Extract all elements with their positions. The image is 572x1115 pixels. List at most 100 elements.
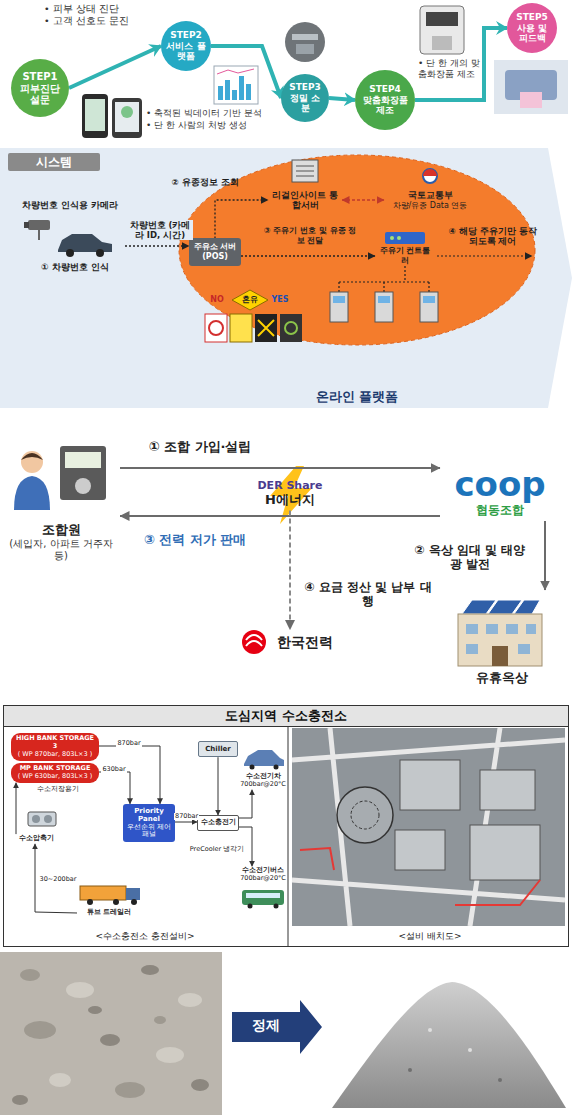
edge-label: 630bar bbox=[101, 766, 126, 774]
car-icon bbox=[58, 234, 112, 257]
fuel-pumps bbox=[330, 292, 438, 322]
pos-server: 주유소 서버(POS) bbox=[189, 238, 241, 265]
system-band-shape bbox=[0, 148, 572, 408]
decision-label: 혼유 bbox=[234, 295, 266, 304]
node-subtitle: 협동조합 bbox=[444, 503, 556, 517]
fuel-cell-bus-icon bbox=[242, 890, 284, 909]
flow-chevron bbox=[415, 28, 507, 100]
relation-arrow bbox=[289, 510, 291, 629]
relation-arrow bbox=[120, 467, 440, 469]
node-subtitle: 우선순위 제어패널 bbox=[126, 824, 172, 840]
process-arrow bbox=[232, 1000, 322, 1054]
step-circle: STEP4맞춤화장품 제조 bbox=[355, 70, 415, 130]
camera-node: 차량번호 인식용 카메라 bbox=[15, 198, 125, 258]
step-label: ④ 해당 주유기만 동작 되도록 제어 bbox=[445, 226, 540, 246]
node-title: Chiller bbox=[202, 745, 234, 753]
warning-images bbox=[205, 314, 302, 342]
node-subtitle: ( WP 870bar, 803L×3 ) bbox=[13, 751, 97, 759]
step-label: ① 차량번호 인식 bbox=[20, 262, 130, 273]
node-title: 한국전력 bbox=[269, 634, 341, 651]
pipe-line bbox=[99, 772, 130, 804]
figure-caption: <수소충전소 충전설비> bbox=[55, 931, 235, 942]
node-subtitle: 700bar@20°C bbox=[240, 781, 286, 789]
node-subtitle: 피부진단 설문 bbox=[17, 83, 63, 106]
bullet-note: • 단 한 사람의 처방 생성 bbox=[146, 120, 276, 131]
node-title: 조합원 bbox=[4, 522, 118, 538]
node-subtitle: 정밀 소분 bbox=[286, 93, 324, 115]
node-title: 수소충전기 bbox=[199, 819, 237, 827]
compressor-icon bbox=[28, 812, 56, 826]
panel-divider bbox=[288, 726, 289, 946]
chiller-box: Chiller bbox=[198, 741, 238, 757]
bullet-note: • 단 한 개의 맞춤화장품 제조 bbox=[418, 58, 484, 80]
control-wires bbox=[339, 266, 429, 292]
rooftop-node: 유휴옥상 bbox=[440, 590, 564, 688]
machine-illustration bbox=[420, 6, 464, 54]
tube-trailer-icon bbox=[80, 886, 140, 905]
pipe-line bbox=[175, 822, 197, 823]
decision-diamond bbox=[232, 290, 268, 310]
kepco-symbol bbox=[242, 630, 266, 654]
hydrogen-panel: 도심지역 수소충전소HIGH BANK STORAGE 3( WP 870bar… bbox=[3, 705, 569, 947]
figure-caption: <설비 배치도> bbox=[365, 931, 495, 942]
branch-label: NO bbox=[204, 295, 230, 305]
node-subtitle: 맞춤화장품 제조 bbox=[360, 95, 410, 117]
vehicle-node: 수소전기버스700bar@20°C bbox=[239, 866, 287, 884]
node-subtitle: ( WP 630bar, 803L×3 ) bbox=[13, 773, 97, 781]
raw-material-photo bbox=[0, 952, 222, 1115]
bullet-note: • 고객 선호도 문진 bbox=[44, 15, 156, 26]
edge-label: 30~200bar bbox=[39, 876, 78, 884]
node-subtitle: H에너지 bbox=[253, 492, 327, 508]
edge-label: 870bar bbox=[174, 813, 199, 821]
bullet-note: • 축적된 빅데이터 기반 분석 bbox=[146, 108, 276, 119]
compressor-node: 수소압축기 bbox=[12, 834, 60, 844]
rooftop-building bbox=[458, 600, 542, 666]
node-subtitle: 사용 및 피드백 bbox=[512, 23, 552, 45]
kepco-logo: 한국전력 bbox=[235, 630, 345, 655]
bullet-note: • 피부 상태 진단 bbox=[44, 3, 156, 14]
brand-logo: DER ShareH에너지 bbox=[250, 476, 330, 511]
member-node: 조합원(세입자, 아파트 거주자 등) bbox=[2, 444, 120, 564]
dashboard-illustration bbox=[214, 66, 258, 104]
data-arrow bbox=[125, 245, 189, 246]
edge-label: ③ 주유기 번호 및 유종 정보 전달 bbox=[262, 226, 358, 245]
camera-icon bbox=[24, 220, 50, 240]
part-name: PreCooler 냉각기 bbox=[185, 846, 249, 854]
edge-label: 차량번호 (카메라 ID, 시간) bbox=[127, 220, 193, 240]
node-title: STEP3 bbox=[289, 82, 321, 93]
lab-photo bbox=[285, 22, 325, 62]
step-circle: STEP1피부진단 설문 bbox=[11, 59, 69, 117]
node-title: Priority Panel bbox=[126, 807, 172, 824]
data-link-node: 국토교통부차량/유종 Data 연동 bbox=[384, 188, 476, 212]
node-title: 국토교통부 bbox=[386, 190, 474, 201]
server-icon bbox=[292, 160, 318, 182]
flow-chevron bbox=[211, 46, 281, 98]
meter-icon bbox=[60, 446, 106, 500]
branch-label: YES bbox=[266, 295, 294, 305]
powder-photo bbox=[332, 982, 566, 1108]
product-photo bbox=[494, 60, 568, 114]
pipe-line bbox=[218, 757, 219, 815]
pipe-line bbox=[99, 746, 160, 804]
person-icon bbox=[14, 451, 50, 510]
priority-panel: Priority Panel우선순위 제어패널 bbox=[123, 804, 175, 842]
pipe-line bbox=[239, 790, 252, 818]
trailer-node: 튜브 트레일러 bbox=[77, 908, 141, 918]
relation-arrow bbox=[120, 515, 440, 517]
site-map bbox=[292, 728, 565, 926]
node-subtitle: 차량/유종 Data 연동 bbox=[386, 201, 474, 211]
storage-bank: MP BANK STORAGE( WP 630bar, 803L×3 ) bbox=[11, 763, 99, 783]
pump-controller: 주유기 컨트롤러 bbox=[375, 244, 435, 267]
storage-bank: HIGH BANK STORAGE 3( WP 870bar, 803L×3 ) bbox=[11, 733, 99, 760]
step-circle: STEP2서비스 플랫폼 bbox=[161, 21, 211, 71]
data-arrow bbox=[241, 255, 375, 256]
step-circle: STEP3정밀 소분 bbox=[281, 74, 329, 122]
step-circle: STEP5사용 및 피드백 bbox=[507, 3, 557, 53]
edge-label: ③ 전력 저가 판매 bbox=[120, 532, 270, 548]
node-title: 수소압축기 bbox=[13, 835, 59, 843]
node-title: STEP1 bbox=[22, 71, 57, 83]
vehicle-node: 수소전기차700bar@20°C bbox=[239, 772, 287, 790]
node-title: 차량번호 인식용 카메라 bbox=[17, 200, 123, 211]
pipe-line bbox=[16, 783, 17, 834]
